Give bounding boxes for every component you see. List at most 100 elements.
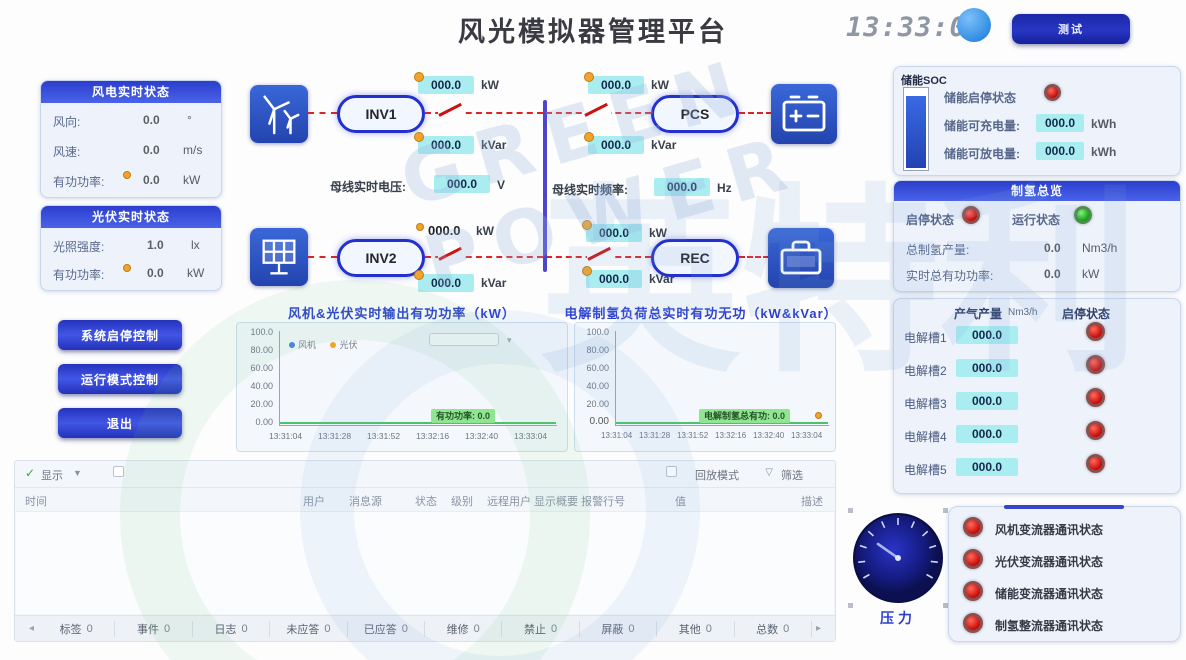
x-tick: 13:32:16	[715, 431, 747, 440]
x-tick: 13:31:04	[269, 431, 303, 441]
chart1: 100.0 80.00 60.00 40.00 20.00 0.00 风机 光伏…	[236, 322, 568, 452]
pressure-gauge-label: 压力	[880, 610, 916, 626]
electrolyzer-load-icon	[768, 228, 834, 288]
exit-button[interactable]: 退出	[58, 408, 182, 438]
status-bar-left-arrow[interactable]: ◂	[29, 623, 35, 634]
irradiance-value: 1.0	[147, 238, 164, 252]
inv1-reactive-power-tag: 000.0	[414, 132, 474, 154]
line-inv2-to-bus	[425, 256, 543, 258]
legend-series1[interactable]: 风机	[298, 340, 317, 350]
soc-panel: 储能SOC 储能启停状态 储能可充电量: 000.0 kWh 储能可放电量: 0…	[893, 66, 1181, 176]
line-wind-to-inv1	[308, 112, 337, 114]
discharge-capacity-value: 000.0	[1036, 142, 1084, 160]
pv-converter-comm-label: 光伏变流器通讯状态	[995, 555, 1104, 569]
status-item-label: 已应答	[363, 623, 397, 636]
header-action-button[interactable]: 测试	[1012, 14, 1130, 44]
col-user[interactable]: 用户	[303, 496, 325, 508]
breaker-switch-icon	[584, 101, 611, 119]
node-inv2[interactable]: INV2	[337, 239, 425, 277]
status-item-count: 0	[783, 622, 790, 635]
y-tick: 20.00	[586, 399, 609, 409]
electrolyzer-row-indicator	[1086, 322, 1105, 341]
quality-dot-icon	[123, 264, 131, 272]
bus-voltage-unit: V	[497, 178, 506, 192]
h2-production-unit: Nm3/h	[1082, 241, 1118, 255]
caret-down-icon[interactable]: ▾	[507, 335, 512, 345]
y-tick: 0.00	[589, 416, 609, 427]
discharge-capacity-unit: kWh	[1091, 145, 1117, 159]
hydrogen-overview-panel: 制氢总览 启停状态 运行状态 总制氢产量: 0.0 Nm3/h 实时总有功功率:…	[893, 180, 1181, 292]
status-item-count: 0	[705, 622, 712, 635]
legend-series2[interactable]: 光伏	[339, 340, 358, 350]
output-col-header: 产气产量	[954, 307, 1003, 321]
col-value[interactable]: 值	[675, 496, 686, 508]
wind-power-label: 有功功率:	[53, 175, 105, 189]
electrolyzer-row-indicator	[1086, 388, 1105, 407]
show-filter-dropdown[interactable]: 显示	[41, 470, 63, 482]
x-tick: 13:31:28	[639, 431, 671, 440]
x-tick: 13:31:28	[318, 431, 352, 441]
x-axis	[279, 425, 557, 426]
inv2-reactive-power-unit: kVar	[481, 276, 507, 290]
status-item-count: 0	[401, 622, 408, 635]
filter-label[interactable]: 筛选	[781, 470, 803, 482]
status-item-label: 维修	[446, 623, 469, 636]
node-rec[interactable]: REC	[651, 239, 739, 277]
inv2-active-power-unit: kW	[476, 224, 494, 238]
h2-production-label: 总制氢产量:	[906, 243, 970, 257]
h2-startstop-label: 启停状态	[906, 213, 955, 227]
status-item-count: 0	[628, 622, 635, 635]
quality-dot-icon	[123, 171, 131, 179]
toolbar-box-icon[interactable]	[113, 466, 124, 477]
electrolyzer-row-label: 电解槽1	[904, 331, 947, 345]
chart-toolbar-box[interactable]	[429, 333, 499, 346]
y-tick: 100.0	[250, 327, 273, 337]
y-tick: 80.00	[250, 345, 273, 355]
y-tick: 0.00	[255, 417, 273, 427]
run-mode-button[interactable]: 运行模式控制	[58, 364, 182, 394]
pressure-gauge	[848, 508, 948, 608]
inv2-active-power-value: 000.0	[428, 223, 461, 238]
col-state[interactable]: 状态	[415, 496, 437, 508]
soc-panel-title: 储能SOC	[901, 75, 947, 87]
electrolyzer-row-label: 电解槽4	[904, 430, 947, 444]
system-start-stop-button[interactable]: 系统启停控制	[58, 320, 182, 350]
pv-status-panel: 光伏实时状态 光照强度: 1.0 lx 有功功率: 0.0 kW	[40, 205, 222, 291]
chart2: 100.0 80.00 60.00 40.00 20.00 0.00 电解制氢总…	[574, 322, 836, 452]
playback-mode-checkbox[interactable]	[666, 466, 677, 477]
bus-freq-unit: Hz	[717, 181, 732, 195]
breaker-switch-icon	[438, 245, 465, 263]
col-remote-summary[interactable]: 远程用户 显示概要 报警行号	[487, 496, 626, 508]
status-bar-right-arrow[interactable]: ▸	[815, 623, 821, 634]
node-inv1[interactable]: INV1	[337, 95, 425, 133]
alarm-table-body[interactable]	[16, 512, 834, 614]
electrolyzer-row-indicator	[1086, 421, 1105, 440]
inv1-reactive-power-unit: kVar	[481, 138, 507, 152]
node-pcs[interactable]: PCS	[651, 95, 739, 133]
x-tick: 13:33:04	[514, 431, 548, 441]
inv1-active-power-unit: kW	[481, 78, 499, 92]
h2-startstop-indicator	[962, 206, 980, 224]
status-item-label: 标签	[59, 623, 82, 636]
caret-down-icon[interactable]: ▼	[73, 468, 82, 478]
rec-reactive-power-tag: 000.0	[582, 266, 642, 288]
col-source[interactable]: 消息源	[349, 496, 382, 508]
rec-active-power-tag: 000.0	[582, 220, 642, 242]
electrolyzer-row-indicator	[1086, 454, 1105, 473]
col-level[interactable]: 级别	[451, 496, 473, 508]
playback-mode-label[interactable]: 回放模式	[695, 470, 739, 482]
storage-converter-comm-label: 储能变流器通讯状态	[995, 587, 1104, 601]
col-time[interactable]: 时间	[25, 496, 47, 508]
status-item-count: 0	[551, 622, 558, 635]
solar-panel-icon	[250, 228, 308, 286]
pv-power-value: 0.0	[147, 266, 164, 280]
chart2-annotation: 电解制氢总有功: 0.0	[699, 409, 791, 423]
filter-icon[interactable]: ▽	[765, 467, 773, 478]
x-tick: 13:33:04	[791, 431, 823, 440]
charge-capacity-unit: kWh	[1091, 117, 1117, 131]
y-axis	[615, 331, 616, 425]
col-description[interactable]: 描述	[801, 496, 823, 508]
electrolyzer-panel: 产气产量 Nm3/h 启停状态 电解槽1 000.0 电解槽2 000.0 电解…	[893, 298, 1181, 494]
